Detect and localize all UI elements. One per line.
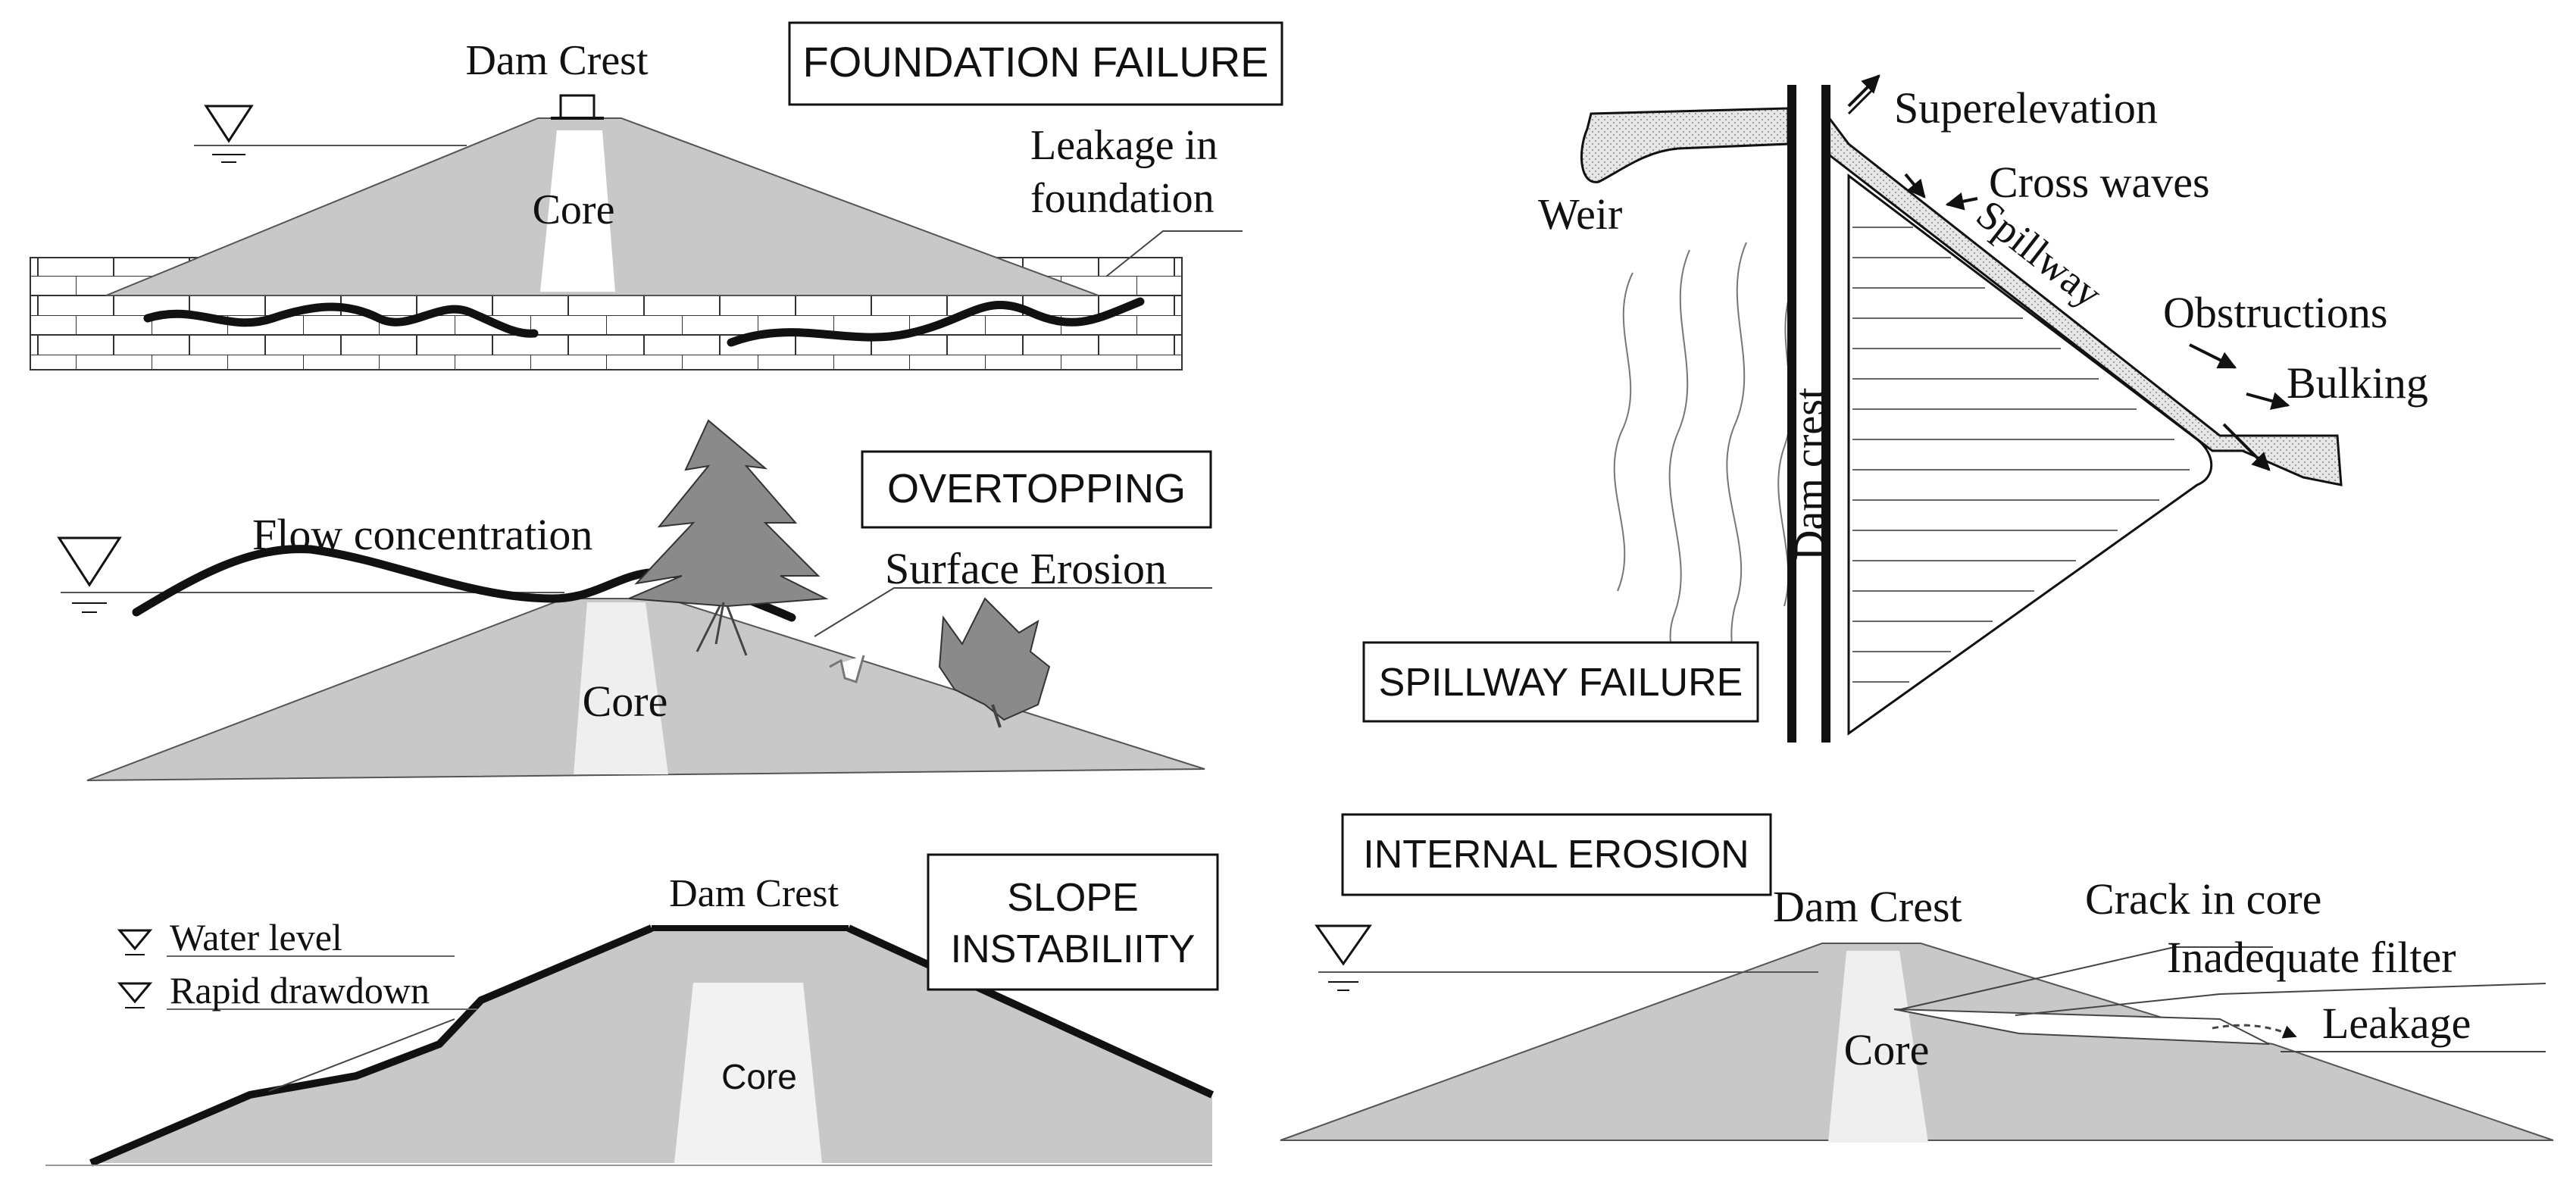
water-level-icon (117, 929, 455, 957)
slope-title-line2: INSTABILIITY (951, 927, 1196, 971)
water-level-icon (1315, 924, 1818, 991)
flow-concentration-label: Flow concentration (252, 510, 592, 559)
dam-crest-vertical-label: Dam crest (1787, 387, 1834, 561)
inadequate-filter-label: Inadequate filter (2167, 933, 2456, 982)
overtopping-core-label: Core (583, 677, 668, 726)
overtopping-panel: OVERTOPPING Flow concentration Surface E… (57, 419, 1212, 781)
internal-dam-crest-label: Dam Crest (1773, 882, 1962, 931)
overtopping-core-shape (574, 602, 668, 774)
tree-icon (628, 419, 829, 656)
overtopping-title: OVERTOPPING (887, 466, 1186, 511)
spillway-failure-panel: SPILLWAY FAILURE Weir Superelevation Cro… (1362, 74, 2428, 743)
slope-core-label: Core (721, 1057, 797, 1096)
superelevation-arrow (1847, 74, 1880, 108)
erosion-notch (829, 655, 865, 683)
drawdown-level-icon (117, 982, 477, 1010)
leakage-arrow (2212, 1024, 2297, 1039)
cross-wave-arrow-left (1945, 192, 1978, 211)
small-tree-icon (938, 597, 1051, 728)
seepage-path-right (727, 297, 1145, 347)
weir-label: Weir (1538, 189, 1622, 239)
bulking-arrow (2246, 392, 2290, 410)
obstructions-label: Obstructions (2163, 288, 2387, 337)
seepage-path-left (143, 302, 539, 338)
surface-erosion-label: Surface Erosion (885, 544, 1167, 593)
crack-in-core-shape (1893, 1008, 2270, 1045)
foundation-failure-panel: FOUNDATION FAILURE Dam Crest Core Leakag… (30, 21, 1283, 371)
embankment-hatching (1852, 227, 2190, 683)
internal-title: INTERNAL EROSION (1363, 833, 1749, 877)
foundation-core-shape (540, 130, 615, 292)
spillway-title-box (1362, 641, 1759, 723)
slope-title-line1: SLOPE (1007, 876, 1138, 920)
foundation-dam-crest-label: Dam Crest (465, 37, 649, 84)
water-level-icon (194, 105, 467, 163)
slope-core-shape (674, 983, 822, 1163)
slope-dam-crest-label: Dam Crest (669, 872, 839, 915)
leakage-label-line1: Leakage in (1030, 122, 1218, 169)
bulking-label: Bulking (2287, 358, 2428, 408)
foundation-core-label: Core (533, 186, 615, 233)
leakage-label: Leakage (2322, 999, 2471, 1048)
internal-title-box (1341, 813, 1772, 896)
spillway-chute (1824, 109, 2343, 486)
obstruction-arrow (2189, 343, 2237, 369)
foundation-title-box (788, 21, 1283, 106)
cross-wave-arrow-down (1904, 173, 1926, 199)
leakage-label-line2: foundation (1030, 175, 1215, 222)
cross-waves-label: Cross waves (1989, 158, 2210, 207)
slope-instability-panel: SLOPE INSTABILIITY Dam Crest Water level… (45, 853, 1219, 1167)
superelevation-label: Superelevation (1894, 83, 2158, 133)
failed-slope-line (89, 924, 653, 1167)
internal-erosion-panel: INTERNAL EROSION Dam Crest Crack in core… (1280, 813, 2554, 1143)
weir-flow-lines (1613, 242, 1793, 705)
outflow-arrow (2222, 423, 2271, 471)
foundation-title: FOUNDATION FAILURE (802, 38, 1268, 86)
water-level-label: Water level (170, 916, 342, 958)
slope-title-box (927, 853, 1219, 991)
crest-marker (559, 94, 596, 120)
spillway-title: SPILLWAY FAILURE (1379, 661, 1743, 705)
internal-core-shape (1828, 951, 1928, 1143)
rapid-drawdown-label: Rapid drawdown (170, 969, 430, 1011)
weir-water-shape (1580, 107, 1790, 183)
internal-core-label: Core (1844, 1025, 1930, 1074)
overtopping-title-box (861, 450, 1212, 529)
crack-in-core-label: Crack in core (2085, 874, 2321, 924)
